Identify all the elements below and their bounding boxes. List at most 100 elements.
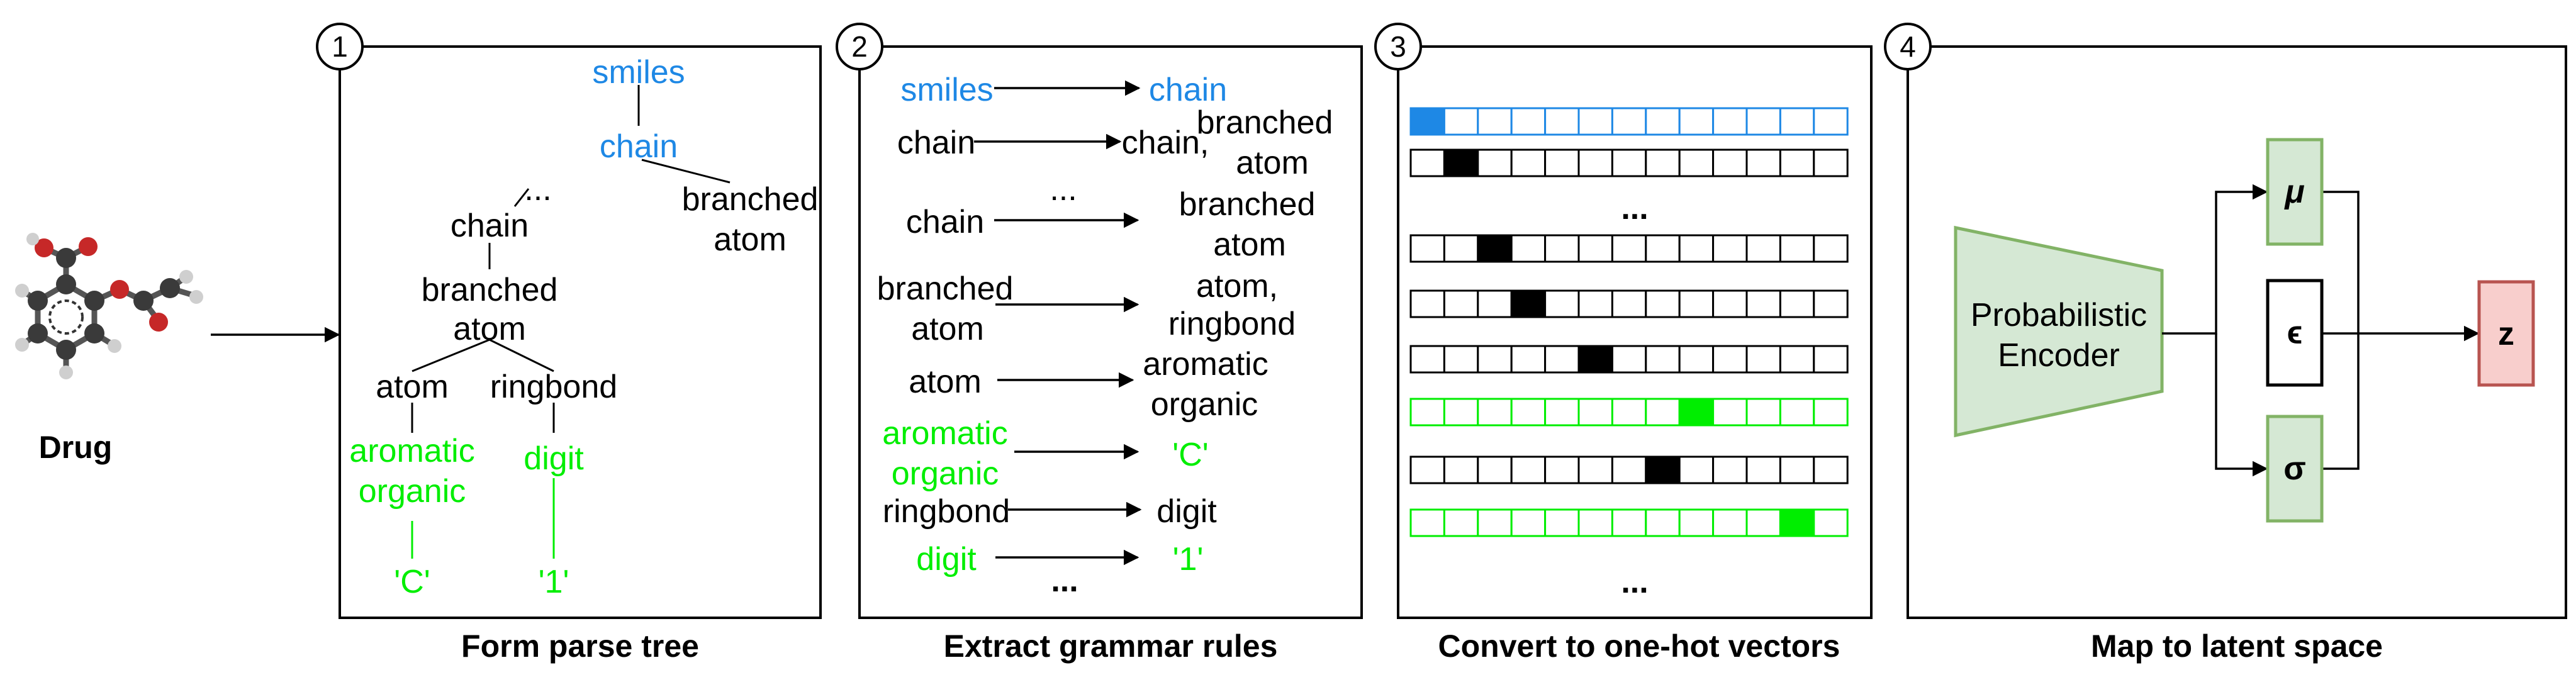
tree-node-ringbond: ringbond xyxy=(490,369,617,405)
rule-4-lhs-1: branched xyxy=(877,271,1014,307)
tree-leaf-one: '1' xyxy=(539,564,569,600)
one-hot-active-cell xyxy=(1477,234,1513,263)
rule-4-rhs-1: atom, xyxy=(1196,268,1278,304)
rule-4-lhs-2: atom xyxy=(911,311,984,347)
rule-8-rhs: '1' xyxy=(1173,541,1204,578)
one-hot-cell xyxy=(1443,455,1479,484)
one-hot-cell xyxy=(1577,107,1613,136)
z-box xyxy=(2477,280,2535,387)
one-hot-cell xyxy=(1544,148,1580,177)
tree-node-chain: chain xyxy=(451,208,529,244)
one-hot-cell xyxy=(1645,398,1681,427)
one-hot-cell xyxy=(1678,234,1715,263)
one-hot-cell xyxy=(1409,398,1445,427)
one-hot-cell xyxy=(1443,398,1479,427)
one-hot-cell xyxy=(1544,345,1580,374)
tree-node-aromatic-1: aromatic xyxy=(349,433,474,469)
tree-node-ellipsis: ... xyxy=(524,171,551,208)
one-hot-cell xyxy=(1409,234,1445,263)
z-label: z xyxy=(2498,316,2514,352)
one-hot-row xyxy=(1409,234,1849,263)
one-hot-cell xyxy=(1577,234,1613,263)
panel-3-badge xyxy=(1374,23,1422,70)
tree-node-aromatic-2: organic xyxy=(359,473,466,510)
one-hot-row xyxy=(1409,398,1849,427)
one-hot-row xyxy=(1409,345,1849,374)
rule-3-lhs: chain xyxy=(906,204,984,240)
one-hot-cell xyxy=(1577,289,1613,318)
one-hot-cell xyxy=(1577,455,1613,484)
tree-node-branched-right-1: branched xyxy=(682,181,819,218)
one-hot-cell xyxy=(1813,107,1849,136)
one-hot-cell xyxy=(1712,234,1748,263)
rule-5-rhs-1: aromatic xyxy=(1143,346,1268,383)
rule-8-lhs: digit xyxy=(916,541,977,578)
one-hot-cell xyxy=(1779,398,1815,427)
one-hot-cell xyxy=(1477,107,1513,136)
panel-2-number: 2 xyxy=(851,30,868,63)
one-hot-cell xyxy=(1510,398,1547,427)
panel-latent-space: 4 Probabilistic Encoder μ ϵ σ z xyxy=(1884,23,2567,619)
rule-7-rhs: digit xyxy=(1156,493,1217,530)
one-hot-ellipsis-1: ... xyxy=(1621,190,1648,226)
tree-node-branched-1: branched xyxy=(422,272,558,308)
one-hot-cell xyxy=(1678,107,1715,136)
panel-3-caption: Convert to one-hot vectors xyxy=(1438,628,1840,664)
one-hot-cell xyxy=(1510,234,1547,263)
epsilon-box xyxy=(2266,279,2324,387)
one-hot-cell xyxy=(1779,455,1815,484)
rule-5-lhs: atom xyxy=(909,364,982,400)
one-hot-cell xyxy=(1544,234,1580,263)
one-hot-cell xyxy=(1611,508,1647,537)
tree-node-branched-2: atom xyxy=(453,311,526,347)
one-hot-cell xyxy=(1813,345,1849,374)
panel-4-badge xyxy=(1884,23,1932,70)
one-hot-cell xyxy=(1611,345,1647,374)
rule-3-rhs-1: branched xyxy=(1179,186,1316,223)
sigma-box xyxy=(2266,415,2324,523)
one-hot-cell xyxy=(1745,508,1781,537)
one-hot-cell xyxy=(1745,107,1781,136)
one-hot-cell xyxy=(1678,345,1715,374)
one-hot-cell xyxy=(1477,148,1513,177)
panel-1-number: 1 xyxy=(332,30,348,63)
one-hot-cell xyxy=(1645,148,1681,177)
tree-node-digit: digit xyxy=(524,440,584,477)
one-hot-active-cell xyxy=(1645,455,1681,484)
one-hot-cell xyxy=(1510,508,1547,537)
one-hot-cell xyxy=(1443,289,1479,318)
panel-grammar-rules: 2 smiles chain chain chain, branched ato… xyxy=(836,23,1363,619)
rule-ellipsis-top: ... xyxy=(1050,171,1077,208)
one-hot-cell xyxy=(1477,398,1513,427)
one-hot-cell xyxy=(1544,289,1580,318)
one-hot-cell xyxy=(1409,345,1445,374)
rule-6-lhs-2: organic xyxy=(892,455,999,492)
one-hot-ellipsis-2: ... xyxy=(1621,564,1648,600)
one-hot-cell xyxy=(1510,148,1547,177)
one-hot-cell xyxy=(1712,289,1748,318)
rule-6-rhs: 'C' xyxy=(1172,437,1208,473)
one-hot-row xyxy=(1409,508,1849,537)
rule-7-lhs: ringbond xyxy=(883,493,1010,530)
one-hot-cell xyxy=(1477,345,1513,374)
one-hot-cell xyxy=(1678,455,1715,484)
rule-5-rhs-2: organic xyxy=(1151,386,1258,423)
one-hot-cell xyxy=(1779,148,1815,177)
one-hot-cell xyxy=(1544,508,1580,537)
one-hot-cell xyxy=(1477,289,1513,318)
rule-1-rhs: chain xyxy=(1149,72,1227,108)
one-hot-active-cell xyxy=(1409,107,1445,136)
one-hot-active-cell xyxy=(1577,345,1613,374)
panel-one-hot: 3 ... ... xyxy=(1374,23,1873,619)
rule-2-rhs-1: chain, xyxy=(1122,125,1209,161)
one-hot-cell xyxy=(1611,455,1647,484)
one-hot-active-cell xyxy=(1779,508,1815,537)
one-hot-cell xyxy=(1645,345,1681,374)
sigma-label: σ xyxy=(2283,450,2306,487)
one-hot-cell xyxy=(1779,289,1815,318)
rule-4-rhs-2: ringbond xyxy=(1168,306,1296,342)
one-hot-cell xyxy=(1745,148,1781,177)
one-hot-cell xyxy=(1477,508,1513,537)
tree-node-branched-right-2: atom xyxy=(714,221,787,258)
one-hot-cell xyxy=(1645,289,1681,318)
